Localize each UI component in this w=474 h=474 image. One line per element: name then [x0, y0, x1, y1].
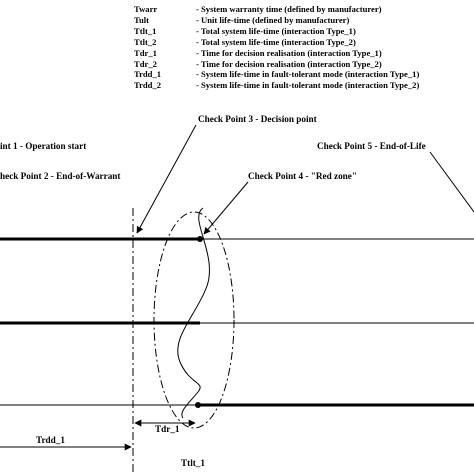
checkpoint-3-label: Check Point 3 - Decision point [198, 114, 318, 124]
decision-point-marker [197, 236, 203, 242]
legend-abbr: Tdr_1 [134, 47, 157, 58]
checkpoint-4-label: Check Point 4 - "Red zone" [248, 171, 357, 181]
legend-desc: - Time for decision realisation (interac… [196, 58, 382, 69]
legend-abbr: Ttlt_2 [134, 36, 157, 47]
legend-abbr: Ttlt_1 [134, 25, 157, 36]
checkpoint-2-label: heck Point 2 - End-of-Warrant [0, 171, 121, 181]
legend-row-tdr2: Tdr_2 - Time for decision realisation (i… [134, 59, 474, 70]
legend-desc: - Unit life-time (defined by manufacture… [196, 14, 350, 25]
tdr-1-label: Tdr_1 [155, 424, 180, 434]
checkpoint-4-arrow [203, 181, 249, 235]
legend-row-tult: Tult - Unit life-time (defined by manufa… [134, 15, 474, 26]
legend-desc: - Total system life-time (interaction Ty… [196, 25, 356, 36]
trdd-1-label: Trdd_1 [36, 435, 65, 445]
legend-abbr: Twarr [134, 4, 158, 14]
legend-row-trdd1: Trdd_1 - System life-time in fault-toler… [134, 69, 474, 80]
legend-row-ttlt1: Ttlt_1 - Total system life-time (interac… [134, 26, 474, 37]
decision-zone-ellipse [153, 211, 235, 429]
legend-abbr: Trdd_2 [134, 80, 162, 91]
checkpoint-1-label: int 1 - Operation start [0, 141, 87, 151]
legend-row-trdd2: Trdd_2 - System life-time in fault-toler… [134, 80, 474, 91]
legend-desc: - System life-time in fault-tolerant mod… [196, 80, 420, 91]
checkpoint-5-label: Check Point 5 - End-of-Life [317, 141, 426, 151]
legend-desc: - System life-time in fault-tolerant mod… [196, 69, 420, 80]
legend-abbr: Tult [134, 14, 149, 25]
checkpoint-3-arrow [136, 124, 197, 234]
legend-row-tdr1: Tdr_1 - Time for decision realisation (i… [134, 48, 474, 59]
legend-abbr: Trdd_1 [134, 69, 162, 80]
legend: Twarr - System warranty time (defined by… [134, 4, 474, 91]
legend-row-ttlt2: Ttlt_2 - Total system life-time (interac… [134, 37, 474, 48]
legend-abbr: Tdr_2 [134, 58, 157, 69]
decision-point-marker [195, 402, 201, 408]
legend-row-twarr: Twarr - System warranty time (defined by… [134, 4, 474, 15]
decision-curve [177, 207, 210, 419]
legend-desc: - Total system life-time (interaction Ty… [196, 36, 356, 47]
checkpoint-5-pointer [429, 151, 474, 213]
legend-desc: - System warranty time (defined by manuf… [196, 4, 382, 14]
legend-desc: - Time for decision realisation (interac… [196, 47, 382, 58]
ttlt-1-label: Ttlt_1 [181, 458, 205, 468]
